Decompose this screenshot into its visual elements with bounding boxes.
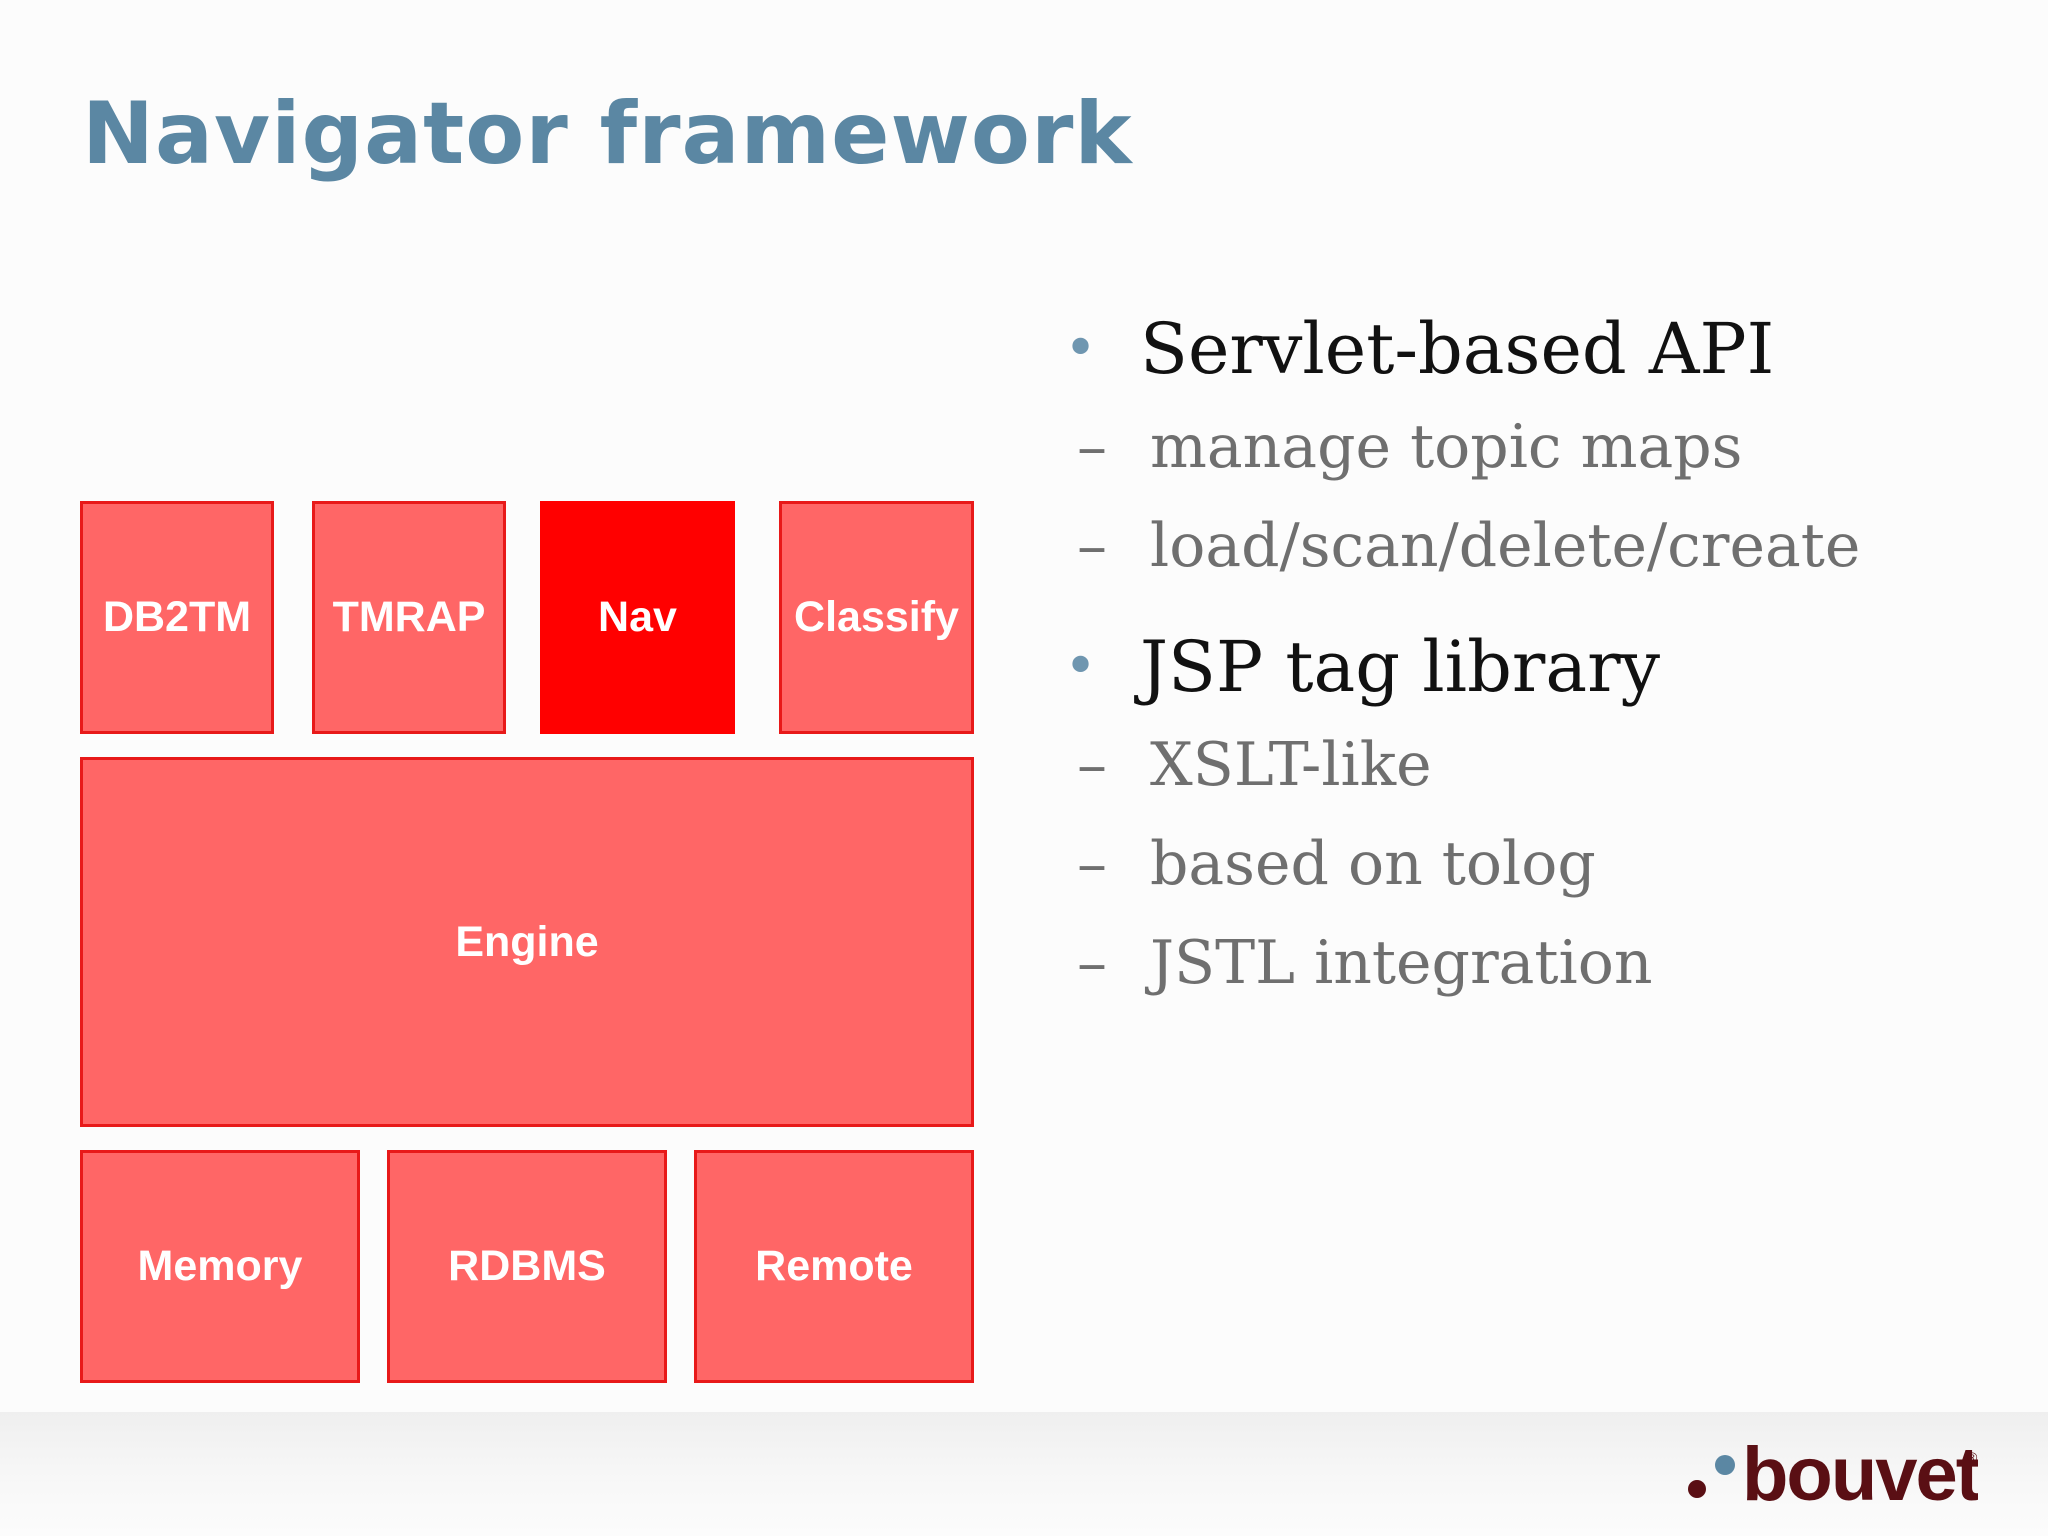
- sub-item-dash: –: [1077, 511, 1107, 581]
- footer-band: [0, 1412, 2048, 1536]
- sub-item-text: XSLT-like: [1150, 730, 1432, 800]
- diagram-box-engine: Engine: [80, 757, 974, 1127]
- sub-list-container: – XSLT-like – based on tolog – JSTL inte…: [1060, 716, 2020, 1013]
- sub-item-text: load/scan/delete/create: [1150, 511, 1861, 581]
- diagram-box-remote: Remote: [694, 1150, 974, 1383]
- bullet-text: Servlet-based API: [1140, 308, 1775, 390]
- diagram-box-memory: Memory: [80, 1150, 360, 1383]
- sub-item-dash: –: [1077, 928, 1107, 998]
- bouvet-logo-dot-blue: [1715, 1455, 1735, 1475]
- sub-list: – XSLT-like – based on tolog – JSTL inte…: [1060, 716, 2020, 1013]
- diagram-box-db2tm: DB2TM: [80, 501, 274, 734]
- bouvet-logo-dots-icon: [1688, 1480, 1706, 1498]
- sub-item-text: manage topic maps: [1150, 412, 1743, 482]
- sub-item-text: JSTL integration: [1150, 928, 1653, 998]
- diagram-box-classify: Classify: [779, 501, 974, 734]
- diagram-box-rdbms: RDBMS: [387, 1150, 667, 1383]
- bullet-text: JSP tag library: [1140, 626, 1661, 708]
- sub-item-dash: –: [1077, 412, 1107, 482]
- sub-list-container: – manage topic maps – load/scan/delete/c…: [1060, 398, 2020, 596]
- bullet-item: • Servlet-based API: [1060, 300, 2020, 398]
- sub-item: – manage topic maps: [980, 398, 2020, 497]
- bouvet-logo-text: bouvet: [1742, 1432, 1978, 1517]
- bouvet-logo: bouvet ®: [1688, 1432, 1978, 1517]
- diagram-box-nav: Nav: [540, 501, 735, 734]
- sub-item-text: based on tolog: [1150, 829, 1596, 899]
- sub-list: – manage topic maps – load/scan/delete/c…: [1060, 398, 2020, 596]
- bullet-marker: •: [1064, 634, 1098, 699]
- sub-item: – based on tolog: [980, 815, 2020, 914]
- bullet-item: • JSP tag library: [1060, 618, 2020, 716]
- diagram-box-tmrap: TMRAP: [312, 501, 506, 734]
- sub-item-dash: –: [1077, 829, 1107, 899]
- sub-item: – XSLT-like: [980, 716, 2020, 815]
- sub-item: – JSTL integration: [980, 914, 2020, 1013]
- sub-item-dash: –: [1077, 730, 1107, 800]
- bullet-list: • Servlet-based API – manage topic maps …: [1060, 300, 2020, 1013]
- bullet-marker: •: [1064, 316, 1098, 381]
- bouvet-logo-registered-mark: ®: [1967, 1449, 1978, 1465]
- slide-title: Navigator framework: [82, 84, 1133, 184]
- sub-item: – load/scan/delete/create: [980, 497, 2020, 596]
